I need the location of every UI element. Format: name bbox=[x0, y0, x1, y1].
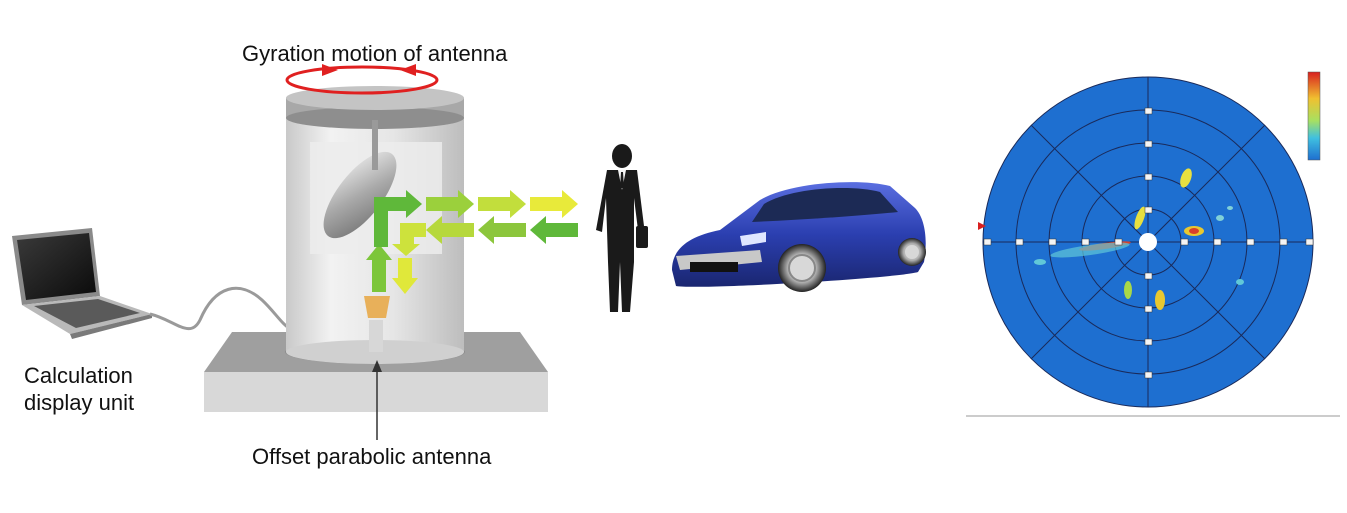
offset-pointer bbox=[372, 360, 382, 440]
calc-label-line2: display unit bbox=[24, 390, 135, 415]
cable bbox=[149, 286, 293, 332]
calc-label-line1: Calculation bbox=[24, 363, 133, 388]
gyration-label: Gyration motion of antenna bbox=[242, 41, 508, 66]
rotation-arrow-icon bbox=[285, 64, 439, 95]
car-icon bbox=[672, 182, 926, 292]
radar-hotspots bbox=[1034, 168, 1244, 310]
laptop-icon bbox=[12, 228, 152, 339]
polar-radar-plot bbox=[966, 68, 1340, 418]
person-silhouette-icon bbox=[596, 144, 648, 312]
offset-antenna-label: Offset parabolic antenna bbox=[252, 444, 492, 469]
parabolic-dish bbox=[323, 120, 397, 239]
calculation-display-unit-label: Calculation display unit bbox=[24, 362, 134, 416]
feed-horn bbox=[364, 296, 390, 352]
beam-arrows bbox=[366, 190, 578, 294]
